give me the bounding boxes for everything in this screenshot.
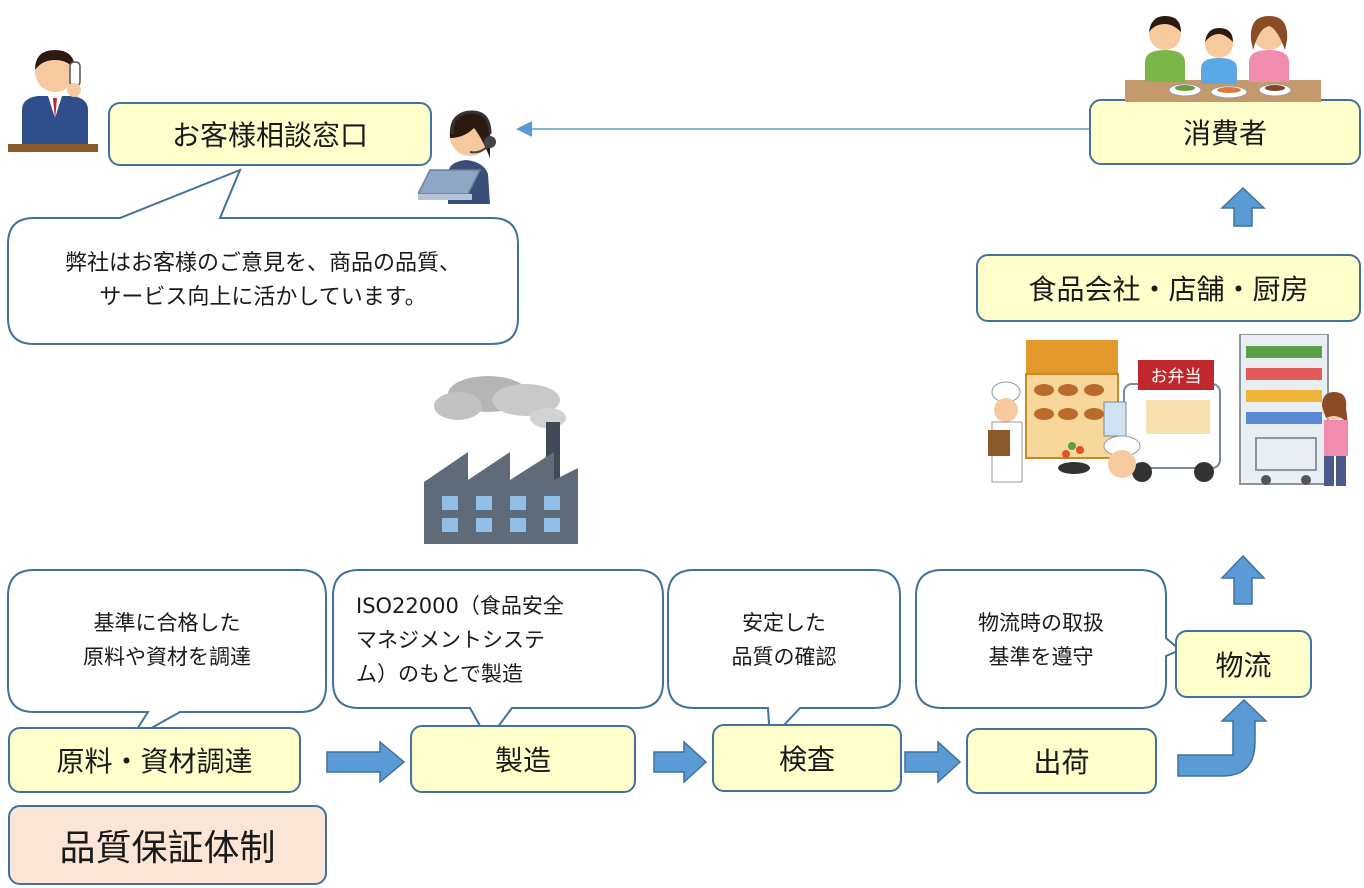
shops-kitchen-illustration: お弁当 (988, 334, 1348, 486)
bubble-line: 原料や資材を調達 (83, 645, 251, 669)
customer-service-box: お客様相談窓口 (108, 102, 432, 166)
bubble-shipping (915, 569, 1182, 709)
businessman-phone-illustration (8, 50, 98, 152)
bubble-raw-materials-text: 基準に合格した 原料や資材を調達 (14, 580, 320, 700)
arrow-raw-to-manufacturing (326, 740, 406, 784)
bubble-line: マネジメントシステ (356, 628, 545, 652)
bubble-raw-materials (7, 569, 327, 741)
shipping-box: 出荷 (966, 728, 1157, 794)
arrow-companies-to-consumers (1220, 186, 1266, 227)
diagram-title: 品質保証体制 (8, 805, 327, 885)
family-eating-illustration (1125, 16, 1321, 102)
bubble-line: サービス向上に活かしています。 (99, 285, 427, 310)
bubble-customer-service-text: 弊社はお客様のご意見を、商品の品質、 サービス向上に活かしています。 (14, 226, 512, 336)
bubble-line: 品質の確認 (731, 645, 837, 669)
consumers-box: 消費者 (1089, 99, 1361, 165)
food-companies-box: 食品会社・店舗・厨房 (976, 254, 1361, 322)
inspection-box: 検査 (712, 724, 902, 792)
bubble-shipping-text: 物流時の取扱 基準を遵守 (922, 580, 1160, 700)
arrow-shipping-to-logistics (1177, 698, 1268, 777)
bubble-line: 基準に合格した (93, 611, 241, 635)
bubble-manufacturing-text: ISO22000（食品安全 マネジメントシステ ム）のもとで製造 (356, 580, 656, 700)
logistics-box: 物流 (1175, 630, 1312, 698)
bubble-inspection-text: 安定した 品質の確認 (674, 580, 894, 700)
bubble-line: 物流時の取扱 (978, 611, 1104, 635)
arrow-manufacturing-to-inspection (653, 740, 708, 784)
raw-materials-box: 原料・資材調達 (8, 727, 301, 793)
bubble-line: 基準を遵守 (988, 645, 1094, 669)
bubble-line: ISO22000（食品安全 (356, 594, 564, 618)
bento-sign: お弁当 (1151, 367, 1202, 387)
bubble-line: 弊社はお客様のご意見を、商品の品質、 (64, 251, 461, 276)
feedback-arrowhead (516, 121, 532, 137)
arrow-logistics-to-companies (1220, 554, 1266, 605)
bubble-manufacturing (332, 569, 664, 742)
factory-illustration (424, 376, 578, 544)
bubble-customer-service (7, 168, 519, 345)
arrow-inspection-to-shipping (904, 740, 962, 784)
bubble-line: ム）のもとで製造 (356, 662, 523, 686)
bubble-line: 安定した (742, 611, 826, 635)
call-center-operator-illustration (418, 110, 496, 204)
manufacturing-box: 製造 (410, 725, 636, 793)
